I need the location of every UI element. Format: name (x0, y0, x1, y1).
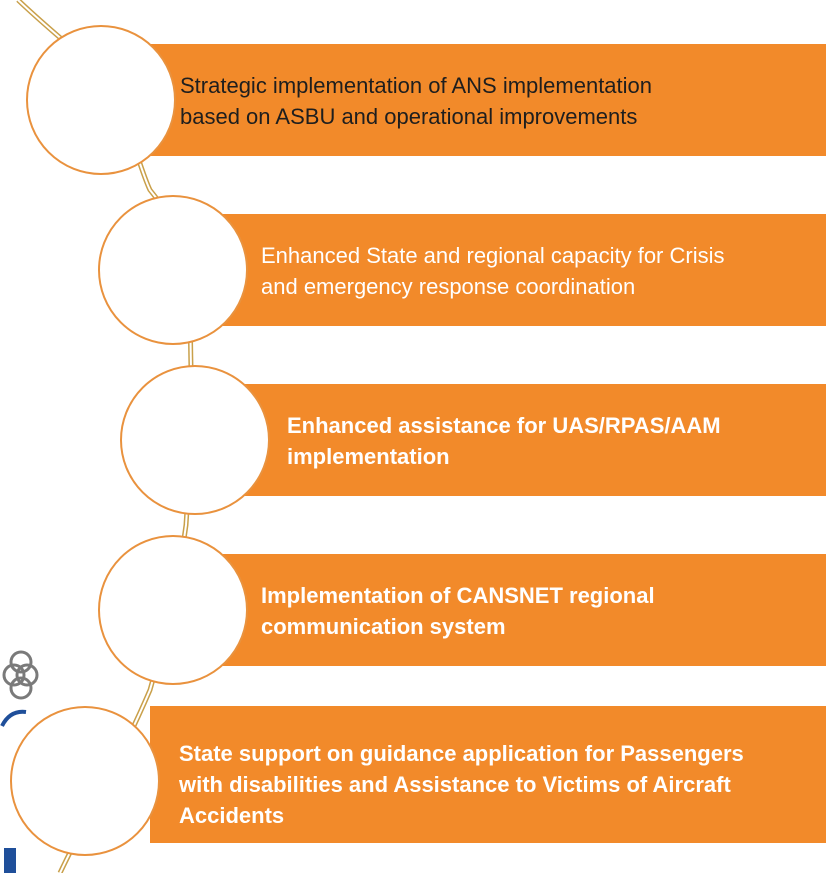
item-2-line-1: Enhanced State and regional capacity for… (261, 243, 725, 268)
item-2-bar (150, 214, 826, 326)
item-3-label: Enhanced assistance for UAS/RPAS/AAM imp… (287, 410, 721, 472)
item-1-line-1: Strategic implementation of ANS implemen… (180, 73, 653, 98)
item-1-bar (150, 44, 826, 156)
item-5-label: State support on guidance application fo… (179, 738, 744, 831)
item-3-circle (120, 365, 270, 515)
item-4-circle (98, 535, 248, 685)
item-2-circle (98, 195, 248, 345)
item-5-line-2: with disabilities and Assistance to Vict… (179, 772, 731, 797)
item-5-line-3: Accidents (179, 803, 285, 828)
item-5-line-1: State support on guidance application fo… (179, 741, 744, 766)
item-1-label: Strategic implementation of ANS implemen… (180, 70, 652, 132)
item-4-line-1: Implementation of CANSNET regional (261, 583, 655, 608)
interlinked-rings-logo-icon (0, 650, 39, 873)
item-1-line-2: based on ASBU and operational improvemen… (180, 104, 638, 129)
item-1-circle (26, 25, 176, 175)
item-3-line-2: implementation (287, 444, 450, 469)
item-5-bar (150, 706, 826, 843)
item-5-circle (10, 706, 160, 856)
item-4-label: Implementation of CANSNET regional commu… (261, 580, 655, 642)
item-2-label: Enhanced State and regional capacity for… (261, 240, 724, 302)
item-4-bar (150, 554, 826, 666)
item-4-line-2: communication system (261, 614, 506, 639)
item-3-line-1: Enhanced assistance for UAS/RPAS/AAM (287, 413, 721, 438)
item-2-line-2: and emergency response coordination (261, 274, 636, 299)
